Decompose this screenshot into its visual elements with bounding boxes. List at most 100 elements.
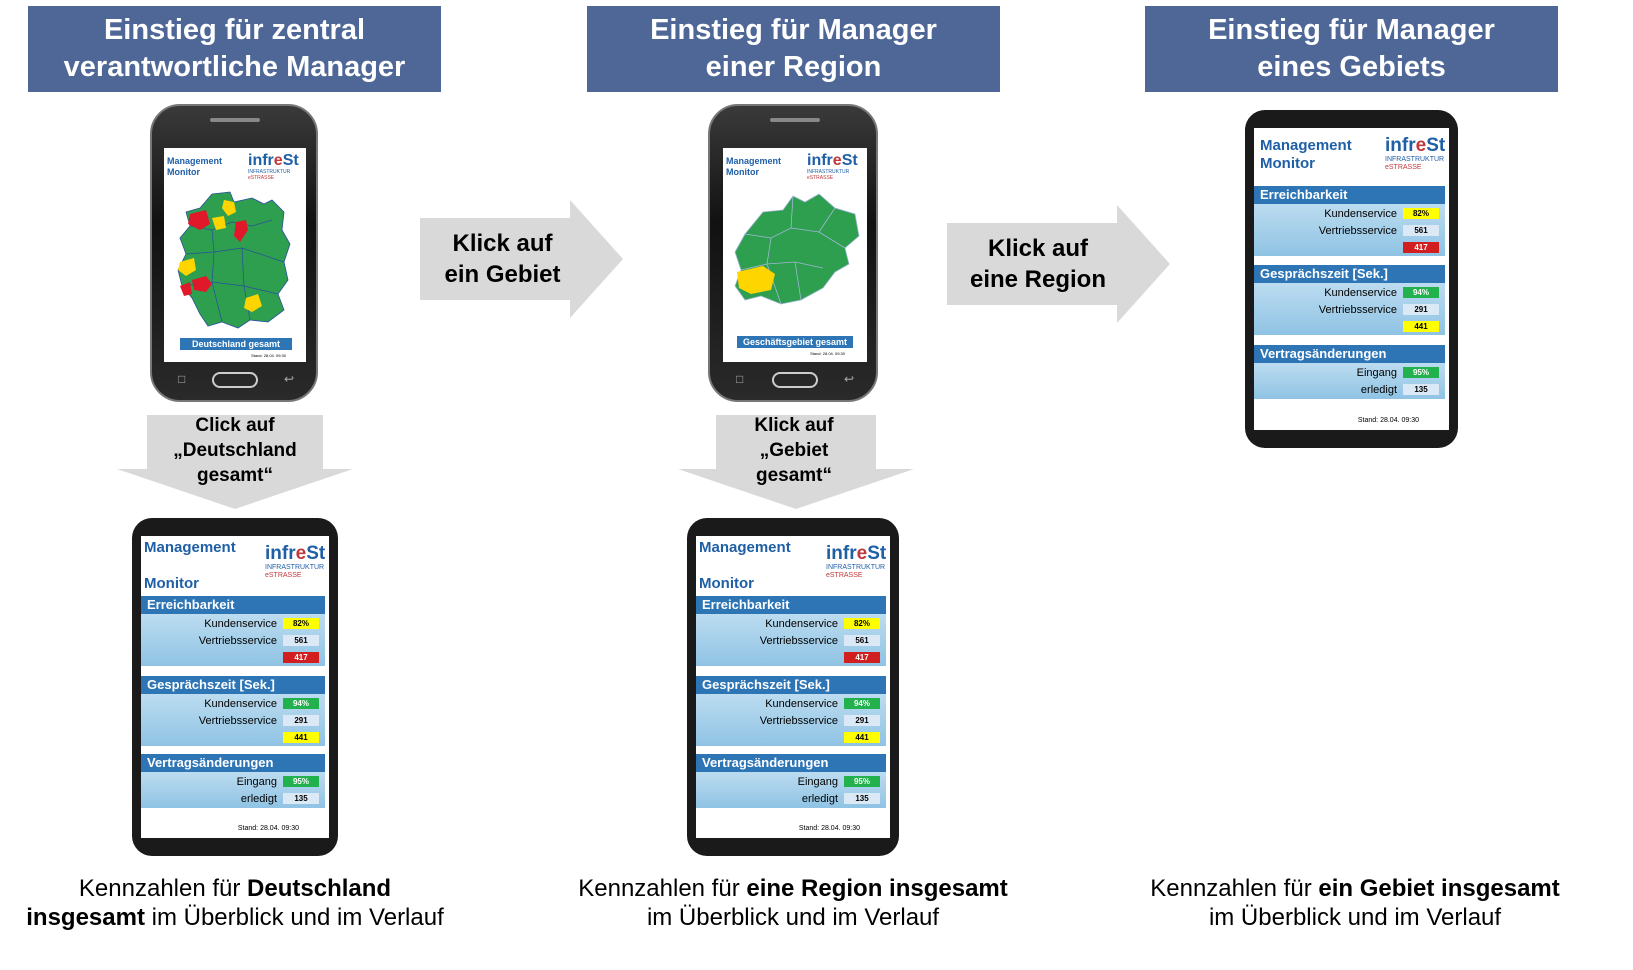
kpi-label: Kundenservice <box>1324 286 1397 299</box>
kpi-value-badge[interactable]: 561 <box>844 635 880 646</box>
arrow-label-line2: eine Region <box>969 266 1107 293</box>
logo-text-b: e <box>856 543 868 564</box>
header-line1: Einstieg für zentral <box>103 14 366 46</box>
kpi-value-badge[interactable]: 94% <box>283 698 319 709</box>
caption-text: Kennzahlen für <box>78 875 248 902</box>
kpi-row: 441 <box>277 730 319 745</box>
kpi-value-badge[interactable]: 441 <box>1403 321 1439 332</box>
section-header[interactable]: Gesprächszeit [Sek.] <box>696 676 886 694</box>
kpi-row: 417 <box>277 650 319 665</box>
stand-timestamp: Stand: 28.04. 09:30 <box>798 825 860 832</box>
kpi-row: 441 <box>838 730 880 745</box>
kpi-value-badge[interactable]: 135 <box>1403 384 1439 395</box>
arrow-label-line1: Klick auf <box>754 415 834 436</box>
section-header[interactable]: Gesprächszeit [Sek.] <box>141 676 325 694</box>
kpi-value-badge[interactable]: 417 <box>1403 242 1439 253</box>
kpi-row: Kundenservice 94% <box>1324 285 1439 300</box>
stand-timestamp: Stand: 28.04. 09:30 <box>810 351 845 356</box>
logo-line1: INFRASTRUKTUR <box>248 169 291 175</box>
section-header[interactable]: Erreichbarkeit <box>141 596 325 614</box>
germany-map[interactable] <box>172 190 302 330</box>
kpi-value-badge[interactable]: 561 <box>1403 225 1439 236</box>
logo-text-a: infr <box>248 152 274 169</box>
logo-text-b: e <box>832 152 842 169</box>
arrow-down-1-label: Click auf „Deutschland gesamt“ <box>135 413 335 488</box>
speaker-grille <box>770 118 820 122</box>
arrow-label-line2: ein Gebiet <box>444 261 561 288</box>
section-header[interactable]: Erreichbarkeit <box>1254 186 1445 204</box>
kpi-value-badge[interactable]: 291 <box>283 715 319 726</box>
arrow-right-1-label: Klick auf ein Gebiet <box>420 228 585 290</box>
section-header[interactable]: Vertragsänderungen <box>696 754 886 772</box>
kpi-value-badge[interactable]: 94% <box>1403 287 1439 298</box>
kpi-value-badge[interactable]: 135 <box>283 793 319 804</box>
app-title: Management Monitor <box>726 156 781 178</box>
kpi-value-badge[interactable]: 417 <box>844 652 880 663</box>
caption-text-2: im Überblick und im Verlauf <box>144 904 444 931</box>
area-total-button[interactable]: Geschäftsgebiet gesamt <box>737 336 853 348</box>
stand-timestamp: Stand: 28.04. 09:30 <box>1357 417 1419 424</box>
app-title-line2: Monitor <box>144 575 199 592</box>
kpi-value-badge[interactable]: 135 <box>844 793 880 804</box>
smartphone-germany: Management Monitor infreSt INFRASTRUKTUR… <box>150 104 318 402</box>
recent-apps-icon[interactable]: □ <box>178 372 186 386</box>
header-area-managers: Einstieg für Manager eines Gebiets <box>1145 6 1558 92</box>
kpi-label: Vertriebsservice <box>759 634 838 647</box>
arrow-right-2 <box>947 205 1170 323</box>
kpi-value-badge[interactable]: 441 <box>283 732 319 743</box>
kpi-value-badge[interactable]: 417 <box>283 652 319 663</box>
recent-apps-icon[interactable]: □ <box>736 372 744 386</box>
kpi-value-badge[interactable]: 82% <box>283 618 319 629</box>
section-header[interactable]: Vertragsänderungen <box>141 754 325 772</box>
section-header[interactable]: Erreichbarkeit <box>696 596 886 614</box>
kpi-row: 417 <box>838 650 880 665</box>
logo-text-b: e <box>273 152 283 169</box>
arrow-label-line3: gesamt“ <box>196 465 274 486</box>
kpi-value-badge[interactable]: 561 <box>283 635 319 646</box>
kpi-value-badge[interactable]: 291 <box>844 715 880 726</box>
kpi-value-badge[interactable]: 95% <box>283 776 319 787</box>
logo-text-c: St <box>841 152 858 169</box>
region-map[interactable] <box>731 192 861 312</box>
app-title-line1: Management <box>167 156 223 166</box>
kpi-value-badge[interactable]: 95% <box>1403 367 1439 378</box>
kpi-value-badge[interactable]: 82% <box>1403 208 1439 219</box>
arrow-label-line2: „Deutschland <box>173 440 297 461</box>
infrest-logo: infreSt INFRASTRUKTUR eSTRASSE <box>248 152 299 181</box>
logo-text-b: e <box>1415 135 1427 156</box>
kpi-value-badge[interactable]: 95% <box>844 776 880 787</box>
kpi-value-badge[interactable]: 441 <box>844 732 880 743</box>
logo-line1: INFRASTRUKTUR <box>265 564 325 571</box>
arrow-down-1 <box>117 415 353 509</box>
section-header[interactable]: Vertragsänderungen <box>1254 345 1445 363</box>
stand-timestamp: Stand: 28.04. 09:30 <box>237 825 299 832</box>
section-header[interactable]: Gesprächszeit [Sek.] <box>1254 265 1445 283</box>
logo-text-b: e <box>295 543 307 564</box>
caption-text-2: im Überblick und im Verlauf <box>646 904 940 931</box>
logo-text-c: St <box>282 152 299 169</box>
kpi-label: Vertriebsservice <box>759 714 838 727</box>
logo-line2: eSTRASSE <box>826 572 863 579</box>
kpi-value-badge[interactable]: 82% <box>844 618 880 629</box>
back-icon[interactable]: ↩ <box>284 372 295 386</box>
home-button[interactable] <box>772 372 818 388</box>
kpi-row: Vertriebsservice 291 <box>760 713 880 728</box>
back-icon[interactable]: ↩ <box>844 372 855 386</box>
kpi-value-badge[interactable]: 291 <box>1403 304 1439 315</box>
home-button[interactable] <box>212 372 258 388</box>
germany-total-button[interactable]: Deutschland gesamt <box>180 338 292 350</box>
kpi-value-badge[interactable]: 94% <box>844 698 880 709</box>
kpi-label: Eingang <box>236 775 277 788</box>
